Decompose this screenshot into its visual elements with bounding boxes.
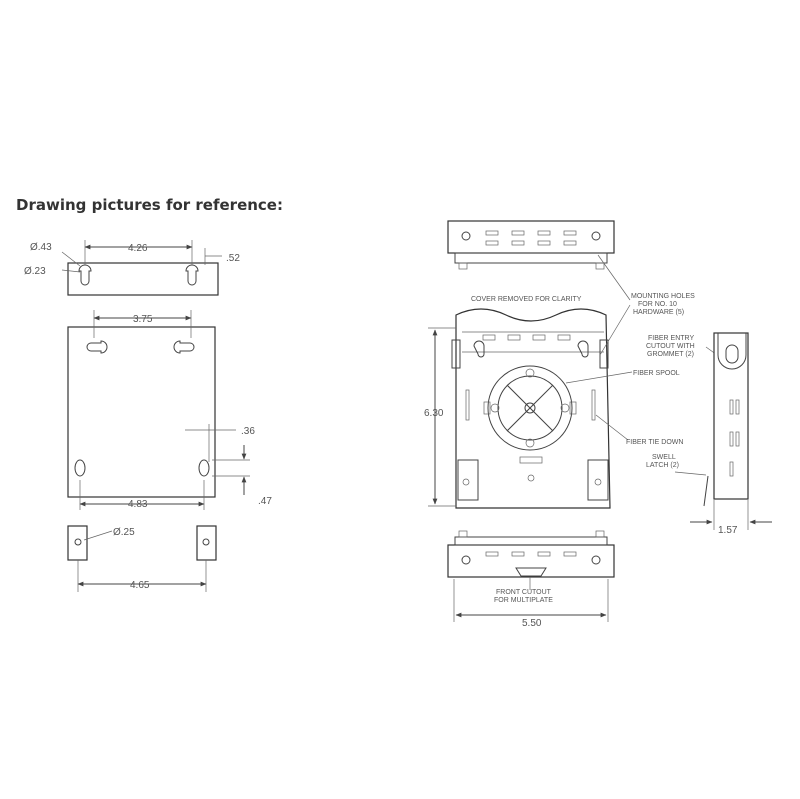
top-mount-strip [61, 240, 222, 296]
note-front-cutout-1: FRONT CUTOUT [496, 589, 552, 596]
note-mounting-holes-3: HARDWARE (5) [633, 309, 684, 316]
dim-plate-width-top: 3.75 [133, 314, 153, 325]
note-fiber-entry-2: CUTOUT WITH [646, 343, 695, 350]
dim-height: 6.30 [424, 408, 444, 419]
note-mounting-holes-2: FOR NO. 10 [638, 301, 677, 308]
note-mounting-holes-1: MOUNTING HOLES [631, 293, 695, 300]
bottom-brackets [67, 525, 217, 592]
dim-depth: 1.57 [718, 525, 738, 536]
dim-side-offset-top: .36 [241, 426, 255, 437]
note-fiber-entry-1: FIBER ENTRY [648, 335, 694, 342]
dim-bracket-span: 4.65 [130, 580, 150, 591]
dim-bracket-hole: Ø.25 [113, 527, 135, 538]
note-fiber-entry-3: GROMMET (2) [647, 351, 694, 358]
front-view [428, 308, 611, 509]
reference-heading: Drawing pictures for reference: [16, 196, 283, 214]
dim-width: 5.50 [522, 618, 542, 629]
note-front-cutout-2: FOR MULTIPLATE [494, 597, 553, 604]
dim-side-offset-bottom: .47 [258, 496, 272, 507]
note-fiber-tie: FIBER TIE DOWN [626, 439, 683, 446]
dim-hole-dia-small: Ø.23 [24, 266, 46, 277]
note-swell-latch-2: LATCH (2) [646, 462, 679, 469]
bottom-view [447, 530, 615, 622]
main-plate [67, 310, 250, 510]
top-view [447, 220, 615, 270]
dim-hole-dia-large: Ø.43 [30, 242, 52, 253]
note-fiber-spool: FIBER SPOOL [633, 370, 680, 377]
note-swell-latch-1: SWELL [652, 454, 676, 461]
dim-top-offset: .52 [226, 253, 240, 264]
note-cover-removed: COVER REMOVED FOR CLARITY [471, 296, 582, 303]
side-view [690, 332, 772, 530]
dim-top-width: 4.26 [128, 243, 148, 254]
dim-plate-width-bottom: 4.83 [128, 499, 148, 510]
